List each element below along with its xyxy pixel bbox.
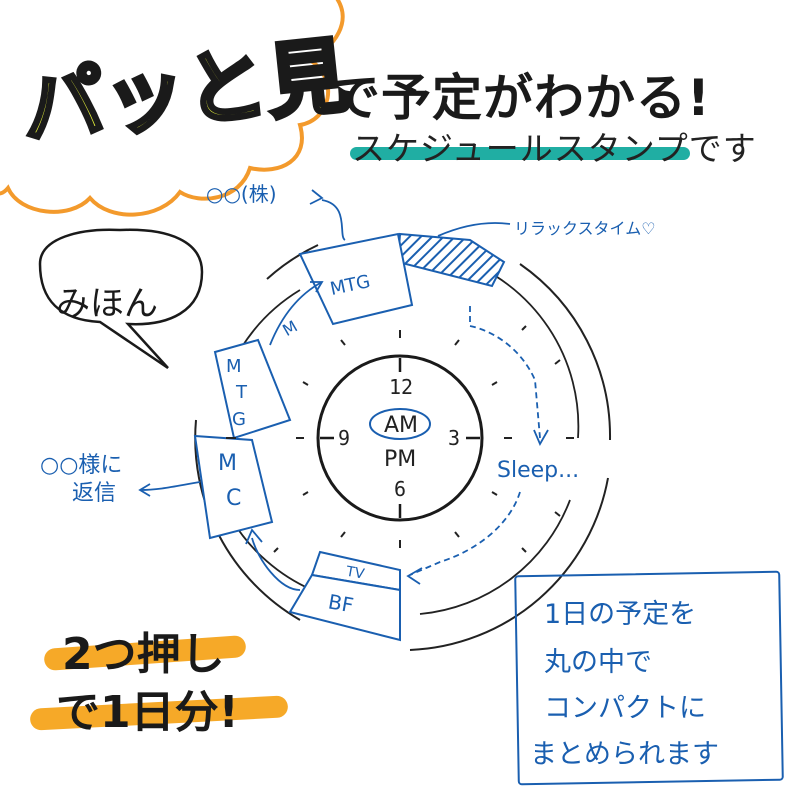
outer-arc-3 — [409, 477, 609, 651]
segment-label-bf: BF — [326, 589, 355, 617]
sleep-label: Sleep... — [497, 458, 580, 483]
note-line2: 丸の中で — [544, 647, 652, 678]
segment-mtg-left — [213, 338, 292, 440]
subtitle: スケジュールスタンプです — [352, 129, 757, 168]
outer-arc-2 — [519, 263, 612, 441]
middle-arc-2 — [419, 499, 571, 615]
sleep-arrowhead-1 — [533, 429, 549, 447]
note-line3: コンパクトに — [544, 693, 706, 724]
segment-label-mc-2: C — [226, 486, 241, 511]
outer-arc-1 — [266, 244, 319, 280]
reply-arrow — [139, 481, 201, 491]
m-arrowhead — [310, 281, 324, 293]
segment-label-mtg-left-3: G — [232, 409, 246, 430]
bf-to-mc-arc — [251, 537, 301, 591]
clock-9: 9 — [338, 426, 350, 450]
segment-label-mc-1: M — [218, 451, 237, 476]
sleep-arrowhead-2 — [406, 567, 423, 585]
footer-line1: 2つ押し — [62, 629, 225, 680]
note-line1: 1日の予定を — [544, 599, 697, 630]
note-line4: まとめられます — [530, 739, 719, 770]
relax-arrow — [437, 222, 511, 237]
clock-6: 6 — [394, 477, 406, 501]
clock-12: 12 — [389, 375, 413, 399]
segment-label-tv: TV — [344, 564, 366, 583]
sleep-arc-2 — [409, 491, 521, 576]
am-circle — [369, 408, 431, 440]
company-arrowhead — [309, 189, 324, 205]
reply-arrowhead — [138, 483, 151, 497]
dial-ticks — [226, 325, 574, 553]
segment-label-mtg-left-2: T — [235, 382, 248, 403]
clock-hour-marks — [320, 358, 480, 518]
clock-3: 3 — [448, 426, 460, 450]
company-label: ○○(株) — [206, 182, 277, 206]
sleep-arc-1 — [469, 306, 541, 439]
relax-label: リラックスタイム♡ — [514, 219, 656, 238]
subtitle-underline — [350, 147, 690, 160]
am-label: AM — [384, 413, 418, 438]
relax-time-band — [396, 232, 506, 288]
sample-label: みほん — [56, 284, 158, 324]
middle-arc-3 — [231, 519, 313, 591]
reply-label-line2: 返信 — [72, 481, 117, 506]
title-main: で予定がわかる! — [330, 69, 711, 127]
segment-mtg-top — [298, 232, 414, 326]
bf-to-mc-arrowhead — [245, 528, 263, 545]
m-arc — [269, 281, 323, 346]
reply-label-line1: ○○様に — [40, 453, 123, 478]
footer-line2: で1日分! — [56, 687, 239, 738]
company-arrow — [321, 199, 346, 241]
pm-label: PM — [384, 447, 416, 472]
segment-bf — [288, 573, 401, 642]
segment-label-mtg-left-1: M — [226, 356, 242, 377]
